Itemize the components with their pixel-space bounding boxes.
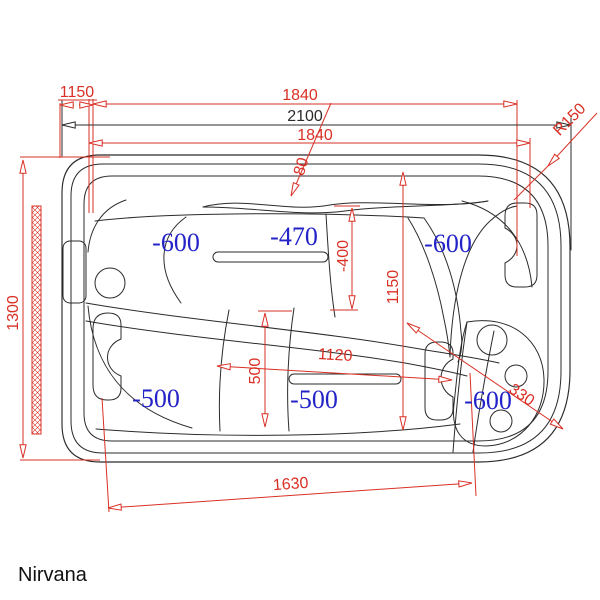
right-backrest-arc xyxy=(461,200,533,288)
lounger-top-edge xyxy=(94,213,425,222)
depth-label-lounger-left: -600 xyxy=(152,228,200,257)
seat-front-edge xyxy=(95,423,461,436)
corner-contour xyxy=(87,199,127,253)
control-panel xyxy=(62,240,87,304)
waterfall-wave xyxy=(202,200,489,208)
seat-divider xyxy=(325,213,336,318)
dim-text-1840-second: 1840 xyxy=(297,127,333,144)
dim-text-r150: R150 xyxy=(550,100,589,139)
dim-text-80: 80 xyxy=(291,156,312,178)
side-strip-hatched xyxy=(31,205,42,435)
depth-label-seat-left: -500 xyxy=(132,384,180,413)
dim-line-1630 xyxy=(107,480,473,511)
dim-text-1840-top: 1840 xyxy=(282,87,318,104)
depth-label-lounger-right: -600 xyxy=(424,229,472,258)
dim-text-2100: 2100 xyxy=(287,108,323,125)
seat-divider xyxy=(218,309,230,432)
dim-text-1630: 1630 xyxy=(272,475,309,494)
shell-rim xyxy=(70,163,562,454)
jet-circle xyxy=(94,267,126,299)
dim-text-400: -400 xyxy=(335,240,352,272)
dim-text-1150-right: 1150 xyxy=(385,270,402,305)
leader-line-80 xyxy=(290,102,332,197)
headrest-pillow-right xyxy=(504,202,538,288)
corner-seat-edge xyxy=(87,305,193,429)
dim-text-1150-offset: 1150 xyxy=(60,84,95,101)
depth-label-seat-right: -600 xyxy=(464,386,512,415)
seat-divider xyxy=(163,216,187,304)
center-divider-lower xyxy=(85,320,468,377)
dim-text-1300: 1300 xyxy=(5,295,22,331)
dim-text-1120: 1120 xyxy=(318,346,353,365)
waterfall-wave xyxy=(202,200,489,214)
right-seat-contour xyxy=(449,205,518,357)
leader-line-r150 xyxy=(513,165,549,201)
depth-label-seat-center: -500 xyxy=(290,385,338,414)
depth-label-lounger-center: -470 xyxy=(270,222,318,251)
grab-slot-top xyxy=(212,251,329,263)
bowl-rim xyxy=(83,175,549,442)
model-name: Nirvana xyxy=(18,564,88,586)
dim-text-500: 500 xyxy=(247,358,264,385)
outer-shell xyxy=(61,154,571,463)
center-divider-upper xyxy=(85,302,500,364)
dim-line-330 xyxy=(406,322,564,430)
extension-line xyxy=(101,397,110,513)
spa-outline-group xyxy=(61,154,571,463)
depth-labels: -600 -470 -600 -500 -500 -600 xyxy=(132,222,512,415)
leader-line-r150 xyxy=(547,112,598,167)
footwell-outline xyxy=(452,320,545,447)
headrest-pillow-left xyxy=(92,312,122,401)
dimension-lines xyxy=(19,100,598,511)
